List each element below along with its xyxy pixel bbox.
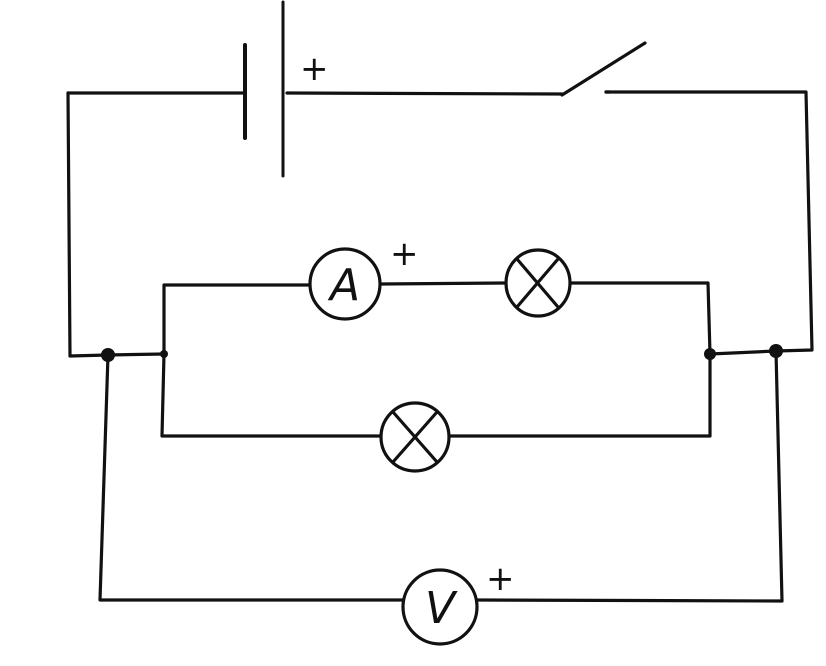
wire-switch-right [604, 90, 814, 353]
junction-node-left-inner [160, 350, 168, 358]
wire-lower-branch-left [160, 352, 384, 438]
lamp-lower [379, 401, 451, 473]
wire-upper-branch-left [162, 283, 314, 356]
switch [560, 41, 647, 97]
junction-node-right-outer [769, 344, 783, 358]
junction-node-left-outer [101, 348, 115, 362]
lamp-upper [504, 248, 572, 318]
battery: + [243, 0, 329, 178]
lamp-upper-cross-2 [515, 257, 560, 309]
ammeter-letter: A [327, 260, 360, 311]
voltmeter-letter: V [425, 583, 458, 634]
wire-left-junction-to-branch [106, 352, 166, 357]
wire-ammeter-to-lamp [378, 281, 507, 286]
voltmeter: V + [401, 559, 515, 646]
wire-upper-branch-right [568, 281, 712, 356]
wire-lower-branch-right [446, 352, 712, 438]
ammeter: A + [308, 234, 419, 321]
lamp-lower-cross-2 [391, 410, 439, 464]
voltmeter-circle [401, 568, 479, 646]
wire-voltmeter-right [475, 349, 784, 603]
ammeter-circle [308, 247, 382, 321]
switch-blade [560, 41, 647, 97]
ammeter-plus-label: + [390, 234, 419, 274]
voltmeter-plus-label: + [486, 559, 515, 599]
wire-right-branch-to-junction [708, 349, 778, 356]
wire-voltmeter-left [98, 353, 407, 602]
wire-battery-to-switch [285, 91, 564, 96]
battery-plus-label: + [300, 49, 329, 89]
wire-left-down [66, 91, 110, 358]
junction-node-right-inner [704, 348, 716, 360]
